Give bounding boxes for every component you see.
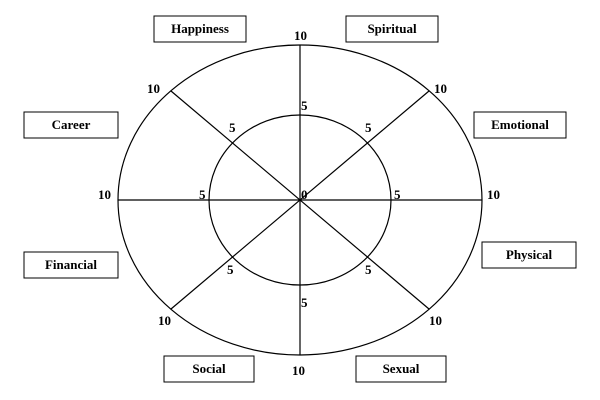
category-emotional: Emotional [473, 111, 567, 139]
category-physical: Physical [481, 241, 577, 269]
scale-outer-bottom: 10 [292, 363, 305, 378]
scale-mid-bottom: 5 [301, 295, 308, 310]
scale-outer-lower-left: 10 [158, 313, 171, 328]
spoke-diagonal-b [170, 90, 430, 310]
category-social-label: Social [192, 361, 226, 376]
category-sexual-label: Sexual [383, 361, 420, 376]
category-spiritual-label: Spiritual [367, 21, 417, 36]
scale-outer-lower-right: 10 [429, 313, 442, 328]
scale-mid-left: 5 [199, 187, 206, 202]
category-social: Social [163, 355, 255, 383]
scale-outer-upper-right: 10 [434, 81, 447, 96]
scale-outer-right: 10 [487, 187, 500, 202]
scale-mid-top: 5 [301, 98, 308, 113]
category-happiness: Happiness [153, 15, 247, 43]
category-financial-label: Financial [45, 257, 97, 272]
category-physical-label: Physical [506, 247, 553, 262]
scale-mid-upper-right: 5 [365, 120, 372, 135]
category-sexual: Sexual [355, 355, 447, 383]
category-career: Career [23, 111, 119, 139]
scale-outer-left: 10 [98, 187, 111, 202]
category-emotional-label: Emotional [491, 117, 549, 132]
category-happiness-label: Happiness [171, 21, 229, 36]
scale-outer-upper-left: 10 [147, 81, 160, 96]
category-financial: Financial [23, 251, 119, 279]
scale-mid-lower-right: 5 [365, 262, 372, 277]
category-career-label: Career [52, 117, 91, 132]
scale-mid-lower-left: 5 [227, 262, 234, 277]
scale-mid-right: 5 [394, 187, 401, 202]
scale-mid-upper-left: 5 [229, 120, 236, 135]
scale-center: 0 [301, 187, 308, 202]
scale-outer-top: 10 [294, 28, 307, 43]
category-spiritual: Spiritual [345, 15, 439, 43]
